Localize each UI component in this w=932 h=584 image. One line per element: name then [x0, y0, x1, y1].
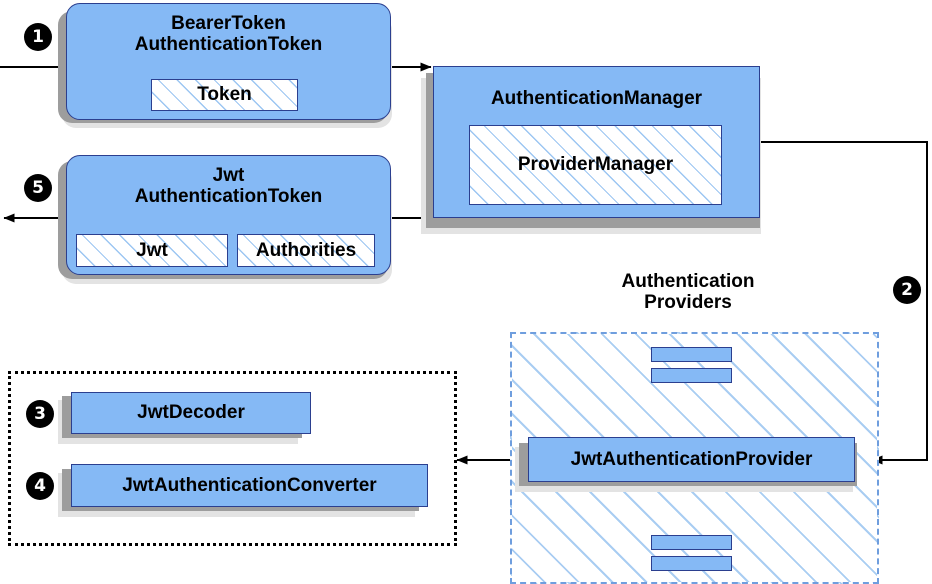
- marker-4: 4: [26, 472, 54, 500]
- marker-3: 3: [26, 400, 54, 428]
- provider-stub-bar-top-1: [651, 347, 732, 362]
- provider-stub-bar-top-2: [651, 368, 732, 383]
- node-jwt-authentication-provider[interactable]: [528, 437, 855, 482]
- support-group-region: [8, 371, 457, 546]
- jwt-token-inner-jwt-box[interactable]: [76, 234, 228, 267]
- marker-5: 5: [24, 174, 52, 202]
- provider-stub-bar-bottom-2: [651, 556, 732, 571]
- provider-stub-bar-bottom-1: [651, 535, 732, 550]
- bearer-token-inner-token-box[interactable]: [151, 79, 298, 111]
- node-jwt-decoder[interactable]: [71, 392, 311, 434]
- jwt-token-inner-authorities-box[interactable]: [237, 234, 375, 267]
- marker-1: 1: [24, 23, 52, 51]
- edge-manager-to-provider: [760, 141, 928, 465]
- authentication-manager-inner-provider-manager-box[interactable]: [469, 125, 722, 205]
- marker-2: 2: [893, 276, 921, 304]
- node-jwt-authentication-converter[interactable]: [71, 464, 428, 507]
